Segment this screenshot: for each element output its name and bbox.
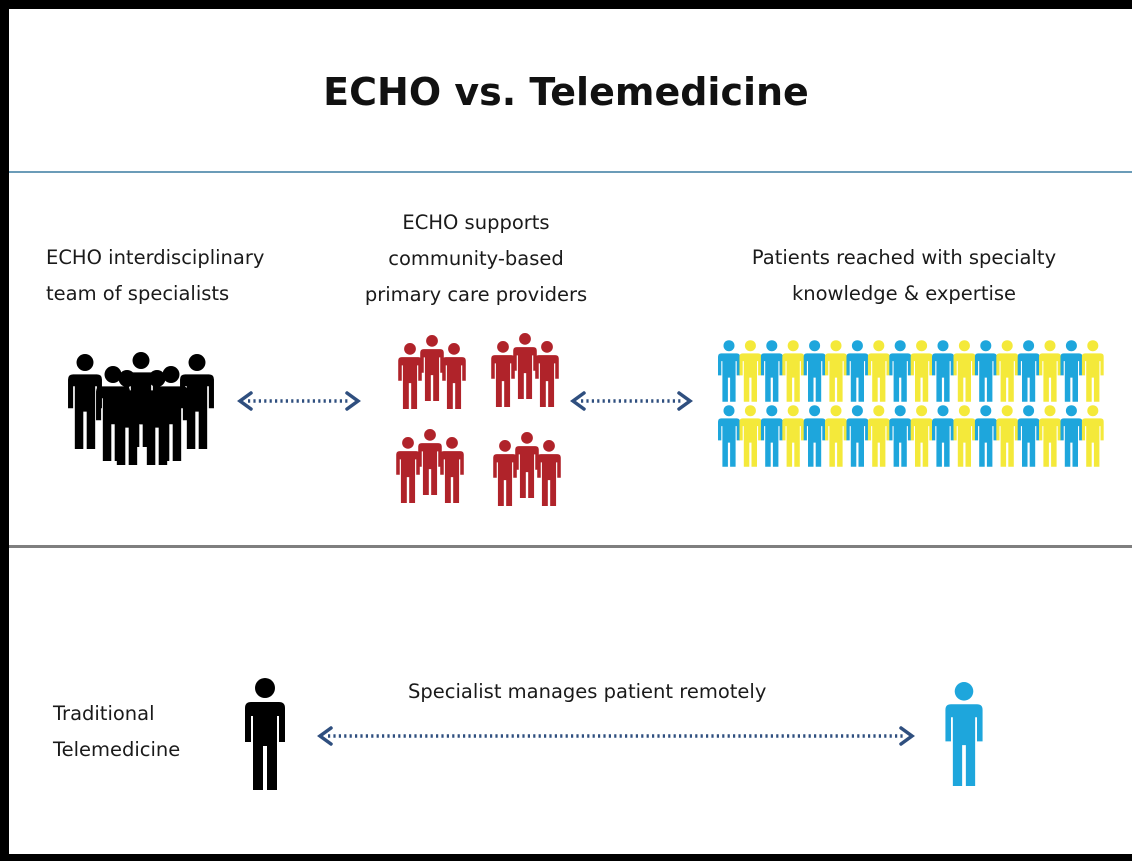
provider-person-icon (396, 437, 420, 503)
provider-person-icon (420, 335, 444, 401)
provider-person-icon (535, 341, 559, 407)
arrowhead-icon (677, 391, 693, 411)
arrowhead-icon (570, 391, 586, 411)
patient-blue-icon (846, 405, 869, 467)
telemedicine-figures (245, 678, 983, 790)
provider-person-icon (515, 432, 539, 498)
providers-label: ECHO supports community-based primary ca… (336, 205, 616, 313)
patient-blue-icon (846, 340, 869, 402)
provider-person-icon (442, 343, 466, 409)
patients-label-line2: knowledge & expertise (791, 282, 1017, 305)
arrowhead-icon (237, 391, 253, 411)
patient-blue-icon (760, 340, 783, 402)
providers-label-line3: primary care providers (364, 283, 588, 306)
patient-blue-icon (974, 405, 997, 467)
provider-person-icon (493, 440, 517, 506)
telemedicine-label-line2: Telemedicine (53, 738, 181, 761)
patient-blue-icon (974, 340, 997, 402)
title-divider (9, 171, 1132, 173)
provider-person-icon (398, 343, 422, 409)
patient-yellow-icon (825, 340, 847, 402)
page-title: ECHO vs. Telemedicine (323, 70, 809, 114)
provider-groups (396, 333, 561, 506)
patient-blue-icon (1060, 340, 1083, 402)
patient-blue-icon (1017, 340, 1040, 402)
patient-yellow-icon (825, 405, 847, 467)
patient-blue-icon (718, 340, 740, 402)
tele-patient-icon (945, 682, 983, 786)
patients-label: Patients reached with specialty knowledg… (704, 240, 1104, 312)
specialist-provider-arrow (237, 391, 361, 411)
patient-yellow-icon (1081, 405, 1104, 467)
provider-person-icon (537, 440, 561, 506)
patient-blue-icon (760, 405, 783, 467)
patient-yellow-icon (867, 340, 890, 402)
patients-label-line1: Patients reached with specialty (751, 246, 1057, 269)
patient-blue-icon (932, 405, 954, 467)
patient-blue-icon (889, 340, 912, 402)
patient-blue-icon (889, 405, 912, 467)
patient-crowd (718, 340, 1104, 467)
telemedicine-arrow (317, 726, 915, 746)
patient-blue-icon (803, 340, 826, 402)
telemedicine-label-line1: Traditional (53, 702, 155, 725)
arrows-group (237, 391, 915, 746)
providers-label-line2: community-based (388, 247, 564, 270)
telemedicine-label: Traditional Telemedicine (53, 696, 180, 768)
specialists-label-line1: ECHO interdisciplinary (46, 246, 265, 269)
patient-yellow-icon (739, 340, 762, 402)
specialists-label: ECHO interdisciplinary team of specialis… (46, 240, 264, 312)
arrowhead-icon (317, 726, 333, 746)
provider-person-icon (418, 429, 442, 495)
patient-yellow-icon (1039, 340, 1061, 402)
patient-blue-icon (932, 340, 954, 402)
provider-person-icon (440, 437, 464, 503)
providers-label-line1: ECHO supports (402, 211, 550, 234)
patient-yellow-icon (782, 340, 805, 402)
provider-person-icon (513, 333, 537, 399)
arrowhead-icon (345, 391, 361, 411)
patient-yellow-icon (996, 340, 1019, 402)
patient-yellow-icon (782, 405, 805, 467)
patient-blue-icon (1060, 405, 1083, 467)
patient-yellow-icon (1081, 340, 1104, 402)
patient-yellow-icon (739, 405, 762, 467)
patient-yellow-icon (953, 405, 976, 467)
section-divider (9, 545, 1132, 548)
tele-specialist-icon (245, 678, 285, 790)
specialist-team-group (68, 352, 214, 465)
patient-yellow-icon (996, 405, 1019, 467)
telemedicine-arrow-label: Specialist manages patient remotely (408, 680, 767, 703)
patient-yellow-icon (953, 340, 976, 402)
specialists-label-line2: team of specialists (46, 282, 230, 305)
provider-person-icon (491, 341, 515, 407)
patient-blue-icon (718, 405, 740, 467)
provider-patient-arrow (570, 391, 693, 411)
arrowhead-icon (899, 726, 915, 746)
patient-yellow-icon (910, 340, 933, 402)
patient-blue-icon (803, 405, 826, 467)
patient-yellow-icon (910, 405, 933, 467)
patient-yellow-icon (867, 405, 890, 467)
patient-yellow-icon (1039, 405, 1061, 467)
patient-blue-icon (1017, 405, 1040, 467)
